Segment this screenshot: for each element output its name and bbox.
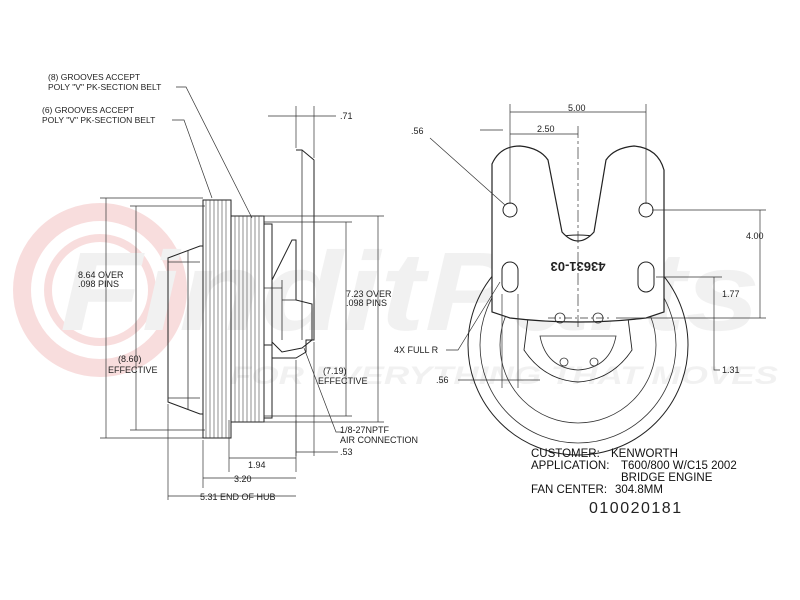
leader-131 <box>713 318 720 371</box>
pulley-8-grooves <box>234 216 260 422</box>
watermark-ring-inner <box>44 234 156 346</box>
customer-value: KENWORTH <box>611 448 678 460</box>
leader-8-grooves <box>176 86 253 219</box>
customer-label: CUSTOMER: <box>531 448 600 460</box>
leader-6-grooves <box>172 119 213 199</box>
dim-194: 1.94 <box>248 460 266 470</box>
front-hub-core <box>539 335 617 371</box>
hub-bolt-left <box>559 357 569 367</box>
dim-250: 2.50 <box>537 124 555 134</box>
fan-center-value: 304.8MM <box>615 484 663 496</box>
side-view: (8) GROOVES ACCEPT POLY "V" PK-SECTION B… <box>42 72 418 502</box>
dim-860-line2: EFFECTIVE <box>108 365 158 375</box>
dim-4x-full-r: 4X FULL R <box>394 345 439 355</box>
front-view: 43631-03 5.00 2.50 .56 4.00 1.77 1.31 4X… <box>394 103 766 456</box>
pulley-8-groove <box>230 215 265 423</box>
dim-177: 1.77 <box>722 289 740 299</box>
dim-719-line2: EFFECTIVE <box>318 376 368 386</box>
npt-callout-line1: 1/8-27NPTF <box>340 425 390 435</box>
part-number: 010020181 <box>589 500 683 517</box>
application-value: T600/800 W/C15 2002 <box>621 460 737 472</box>
application-label: APPLICATION: <box>531 460 609 472</box>
front-hub-window <box>523 317 633 383</box>
dim-053: .53 <box>340 447 353 457</box>
dim-071: .71 <box>340 111 353 121</box>
dim-320: 3.20 <box>234 474 252 484</box>
dim-723-line1: 7.23 OVER <box>346 289 392 299</box>
callout-6-grooves-line2: POLY "V" PK-SECTION BELT <box>42 115 155 125</box>
hub-bolt-right <box>589 357 599 367</box>
dim-860-line1: (8.60) <box>118 354 142 364</box>
dim-400: 4.00 <box>746 231 764 241</box>
leader-npt <box>303 347 342 433</box>
air-fitting <box>271 239 313 353</box>
dim-719-line1: (7.19) <box>323 366 347 376</box>
callout-8-grooves-line2: POLY "V" PK-SECTION BELT <box>48 82 161 92</box>
npt-callout-line2: AIR CONNECTION <box>340 435 418 445</box>
fan-bracket <box>491 145 665 323</box>
callout-6-grooves-line1: (6) GROOVES ACCEPT <box>42 105 134 115</box>
leader-4x-full-r <box>446 281 501 351</box>
pulley-6-grooves <box>205 200 227 438</box>
watermark-ring-outer <box>13 203 187 377</box>
part-marking: 43631-03 <box>551 259 606 274</box>
callout-8-grooves-line1: (8) GROOVES ACCEPT <box>48 72 140 82</box>
watermark-tagline: FOR EVERYTHING THAT MOVES <box>230 362 778 390</box>
dim-056-top: .56 <box>411 126 424 136</box>
leader-056-top <box>429 137 506 206</box>
dim-131: 1.31 <box>722 365 740 375</box>
dim-531: 5.31 END OF HUB <box>200 492 276 502</box>
dim-864-line2: .098 PINS <box>78 279 119 289</box>
bracket-slot-right <box>637 261 655 293</box>
bracket-slot-left <box>501 261 519 293</box>
fan-center-label: FAN CENTER: <box>531 484 607 496</box>
dim-056-bottom: .56 <box>436 375 449 385</box>
dim-864-line1: 8.64 OVER <box>78 270 124 280</box>
dim-723-line2: .098 PINS <box>346 298 387 308</box>
info-block: CUSTOMER: KENWORTH APPLICATION: T600/800… <box>531 448 737 517</box>
application-value-2: BRIDGE ENGINE <box>621 472 713 484</box>
dim-500: 5.00 <box>568 103 586 113</box>
mounting-flange <box>264 149 315 359</box>
